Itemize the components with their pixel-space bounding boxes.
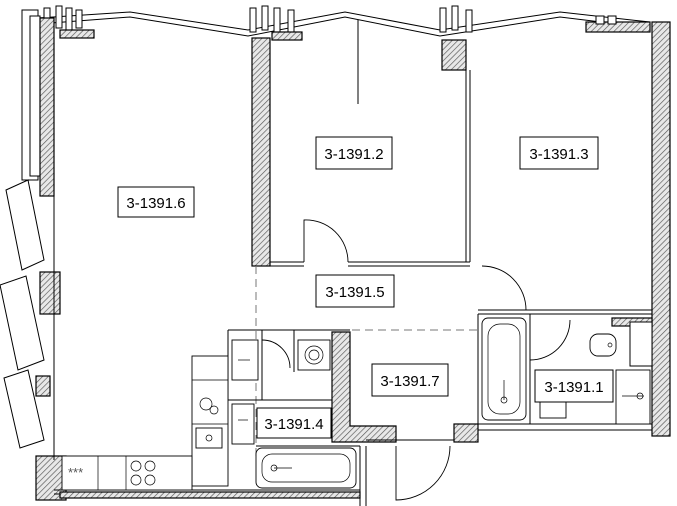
svg-text:3-1391.1: 3-1391.1 [544,379,603,396]
room-label-3-1391-5: 3-1391.5 [315,274,395,308]
window-top-middle [249,5,303,41]
room-label-3-1391-3: 3-1391.3 [519,136,599,170]
room-label-3-1391-7: 3-1391.7 [371,363,449,397]
window-top-right [439,5,651,33]
room-label-3-1391-6: 3-1391.6 [117,186,195,218]
exterior-facade-top [37,5,651,41]
exterior-facade-left [0,9,67,501]
exterior-wall-right [611,21,671,437]
bathtub-bottom-icon [255,447,357,489]
wc-sink-icon [231,339,259,381]
interior-walls [227,20,652,506]
doors [261,219,571,501]
room-label-3-1391-1: 3-1391.1 [534,369,614,403]
dishwasher-icon [199,397,219,415]
svg-text:3-1391.3: 3-1391.3 [529,146,588,163]
oven-label: *** [68,465,83,480]
washing-machine-icon [297,339,331,371]
wc-toilet-icon [231,403,255,445]
svg-text:3-1391.4: 3-1391.4 [264,416,323,433]
svg-text:3-1391.5: 3-1391.5 [325,284,384,301]
room-label-3-1391-2: 3-1391.2 [315,136,393,170]
svg-text:3-1391.6: 3-1391.6 [126,195,185,212]
bathtub-right-icon [481,317,527,421]
svg-text:3-1391.2: 3-1391.2 [324,146,383,163]
svg-text:3-1391.7: 3-1391.7 [380,373,439,390]
sink-right-icon [539,369,651,425]
cooktop-icon [130,460,156,486]
toilet-right-icon [589,333,617,357]
kitchen-sink-icon [195,427,223,449]
room-label-3-1391-4: 3-1391.4 [256,407,332,439]
kitchen-counter [61,355,229,491]
